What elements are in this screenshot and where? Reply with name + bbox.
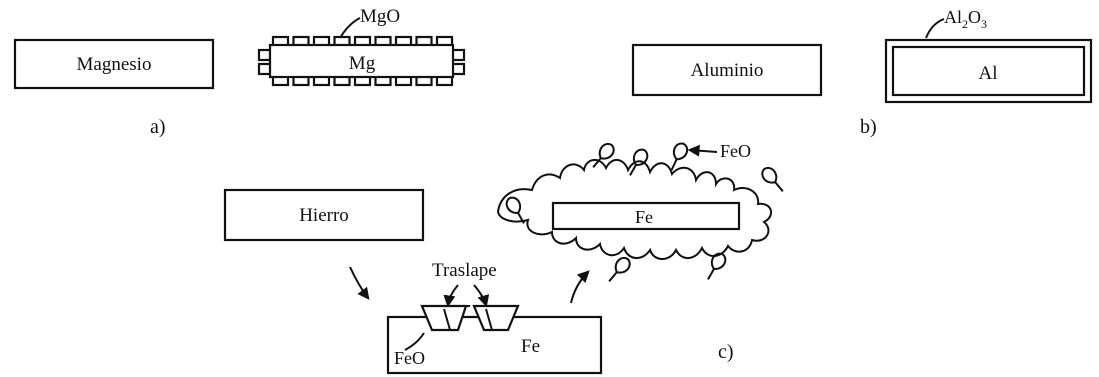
feo-flake-loop [671, 141, 690, 162]
feo-flake [588, 141, 616, 171]
feo-flake [604, 255, 632, 285]
arrow-to-spall [571, 272, 588, 303]
panel-c: Hierro Traslape FeO Fe Fe FeO [225, 141, 788, 373]
fe-scale-diagram: Traslape FeO Fe [388, 260, 601, 373]
fe-spall-diagram: Fe FeO [498, 141, 788, 285]
feo-flake [702, 251, 728, 282]
feo-flake-loop [504, 195, 524, 216]
feo-top-leader [690, 150, 717, 152]
aluminio-label: Aluminio [691, 60, 764, 81]
mgo-leader-line [340, 18, 360, 38]
mgo-label: MgO [360, 6, 400, 27]
magnesio-label: Magnesio [77, 54, 152, 75]
feo-flake [759, 165, 787, 195]
fe-top-label: Fe [635, 207, 653, 227]
feo-top-label: FeO [720, 141, 751, 161]
caption-c: c) [718, 341, 734, 363]
caption-a: a) [150, 116, 166, 138]
feo-flake [624, 147, 650, 178]
traslape-label: Traslape [432, 260, 497, 281]
feo-flake-tail [672, 159, 677, 170]
feo-flake-tail [775, 182, 783, 191]
overlap-pointer-right [474, 285, 486, 305]
al2o3-label: Al2O3 [944, 7, 987, 31]
panel-a: Magnesio Mg MgO a) [15, 6, 464, 138]
feo-flake-tail [708, 269, 714, 279]
al-label: Al [979, 63, 998, 84]
feo-bottom-label: FeO [394, 348, 425, 368]
feo-flake-tail [609, 272, 617, 281]
feo-flake-loop [708, 251, 728, 272]
panel-b: Aluminio Al Al2O3 b) [633, 7, 1091, 138]
overlap-pointer-left [448, 285, 458, 305]
fe-bottom-label: Fe [521, 336, 540, 357]
hierro-label: Hierro [299, 205, 349, 226]
caption-b: b) [860, 116, 877, 138]
arrow-to-scale [350, 267, 368, 298]
al2o3-leader-line [926, 19, 944, 38]
mg-label: Mg [349, 53, 376, 74]
